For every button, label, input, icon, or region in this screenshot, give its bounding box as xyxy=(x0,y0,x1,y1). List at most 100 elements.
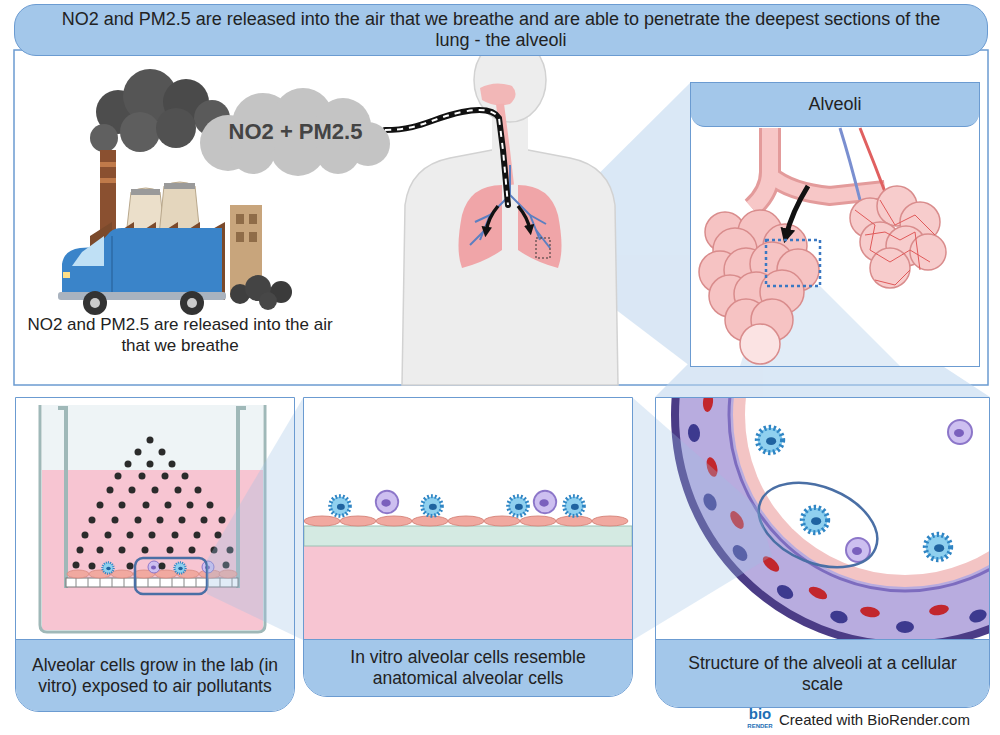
factory xyxy=(100,162,116,167)
transwell-illustration xyxy=(127,563,134,570)
alveolus-cross-section xyxy=(829,609,850,626)
factory xyxy=(164,183,195,189)
transwell-illustration xyxy=(89,563,96,570)
transwell-illustration xyxy=(135,449,142,456)
alveoli-panel-ground xyxy=(691,128,979,366)
human-figure xyxy=(530,215,546,224)
cell-layer-illustration xyxy=(340,516,376,526)
alveoli-panel: Alveoli xyxy=(690,82,980,367)
transwell-illustration xyxy=(103,563,114,574)
transwell-illustration xyxy=(148,578,149,587)
van xyxy=(72,236,104,266)
transwell-illustration xyxy=(143,502,150,509)
human-figure xyxy=(459,185,503,268)
alveoli-illustration xyxy=(766,240,820,286)
transwell-illustration xyxy=(149,532,156,539)
zoom-wedge xyxy=(207,398,772,640)
transwell-illustration xyxy=(119,547,126,554)
factory xyxy=(236,232,244,242)
alveolus-cross-section xyxy=(758,428,783,453)
transwell-illustration xyxy=(207,502,214,509)
human-figure xyxy=(536,238,550,258)
cell-layer-illustration xyxy=(520,516,556,526)
cell-layer-illustration xyxy=(304,491,632,640)
transwell-illustration xyxy=(42,405,263,471)
transwell-illustration xyxy=(119,502,126,509)
alveolus-cross-section xyxy=(926,535,951,560)
alveolus-cross-section xyxy=(807,584,829,602)
alveolus-cross-section xyxy=(687,424,701,443)
transwell-illustration xyxy=(67,570,89,578)
cell-layer-illustration xyxy=(534,491,557,514)
alveolus-cross-section xyxy=(702,398,714,412)
factory xyxy=(131,189,160,195)
transwell-illustration xyxy=(100,578,101,587)
alveoli-illustration xyxy=(752,128,770,208)
factory xyxy=(100,178,116,183)
cell-layer-illustration xyxy=(376,491,399,514)
human-figure xyxy=(480,83,516,105)
human-figure xyxy=(518,185,562,268)
cell-layer-illustration xyxy=(330,496,349,515)
transwell-illustration xyxy=(175,487,182,494)
title-text: NO2 and PM2.5 are released into the air … xyxy=(51,9,951,51)
van xyxy=(187,298,197,308)
panel-heading: Alveoli xyxy=(691,83,979,127)
cell-layer-illustration xyxy=(508,496,527,515)
transwell-illustration xyxy=(124,578,125,587)
alveolus-cross-section xyxy=(733,398,989,587)
cell-layer-illustration xyxy=(304,516,628,526)
alveoli-illustration xyxy=(865,232,920,270)
cell-layer-illustration xyxy=(412,516,448,526)
factory xyxy=(120,112,160,152)
panel-caption: Structure of the alveoli at a cellular s… xyxy=(656,639,989,707)
alveoli-illustration xyxy=(880,200,935,235)
cell-layer-illustration xyxy=(564,496,583,515)
cell-layer-illustration xyxy=(592,516,628,526)
transwell-illustration xyxy=(77,547,84,554)
transwell-illustration xyxy=(219,517,226,524)
transwell-illustration xyxy=(115,473,122,480)
transwell-illustration xyxy=(135,517,142,524)
alveoli-illustration xyxy=(855,200,935,285)
transwell-illustration xyxy=(129,487,136,494)
alveoli-illustration xyxy=(699,210,819,341)
van xyxy=(63,272,70,278)
alveoli-illustration xyxy=(875,270,910,285)
cell-layer-illustration xyxy=(448,516,484,526)
transwell-illustration xyxy=(179,517,186,524)
transwell-illustration xyxy=(162,473,169,480)
transwell-illustration xyxy=(159,449,166,456)
human-figure xyxy=(402,38,618,385)
alveolus-cross-section xyxy=(803,508,828,533)
transwell-illustration xyxy=(73,562,80,569)
transwell-illustration xyxy=(147,437,154,444)
zoom-wedge xyxy=(633,398,772,640)
transwell-illustration xyxy=(159,563,166,570)
cell-layer-illustration xyxy=(304,526,632,546)
transwell-illustration xyxy=(182,473,189,480)
transwell-illustration xyxy=(73,437,234,570)
alveolus-cross-section xyxy=(928,603,949,616)
alveoli-illustration xyxy=(752,128,770,208)
alveoli-illustration xyxy=(740,324,780,364)
zoom-wedge xyxy=(207,398,303,640)
factory xyxy=(90,124,118,152)
alveolus-cross-section xyxy=(948,420,972,444)
transwell-illustration xyxy=(157,517,164,524)
logo-subword: RENDER xyxy=(742,722,778,730)
van xyxy=(90,298,100,308)
alveolus-cross-section xyxy=(967,607,988,624)
alveolus-cross-section xyxy=(774,582,796,602)
transwell-illustration xyxy=(88,578,89,587)
transwell-illustration xyxy=(111,570,133,578)
top-panel-frame xyxy=(14,50,988,385)
cloud-label: NO2 + PM2.5 xyxy=(229,119,363,145)
transwell-illustration xyxy=(107,487,114,494)
in-vitro-panel: Alveolar cells grow in the lab (in vitro… xyxy=(15,397,295,712)
human-figure xyxy=(470,230,485,245)
transwell-illustration xyxy=(58,408,66,588)
cell-layer-illustration xyxy=(376,516,412,526)
pollutant-cloud: NO2 + PM2.5 xyxy=(198,88,393,176)
title-band: NO2 and PM2.5 are released into the air … xyxy=(14,4,988,56)
